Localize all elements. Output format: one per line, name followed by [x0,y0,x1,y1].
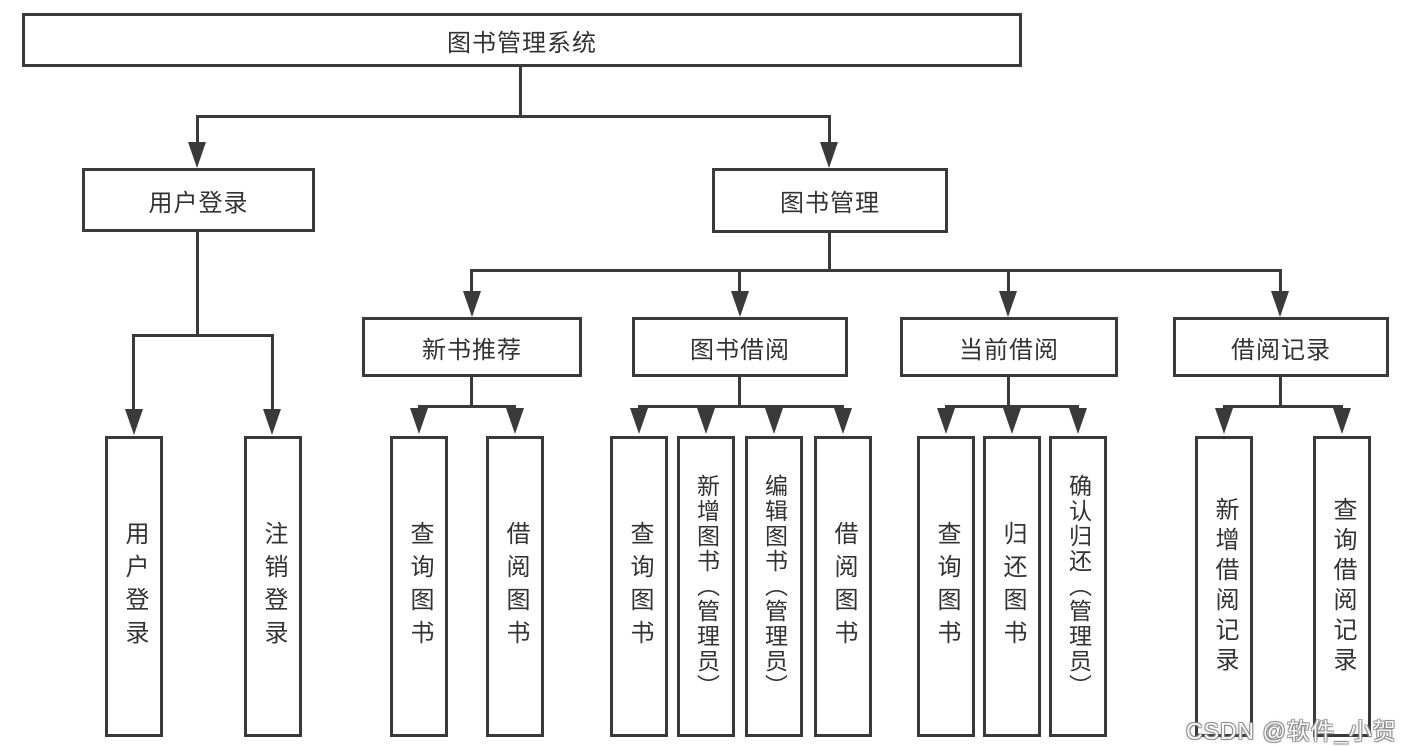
connector-stem-leaf-login [132,334,135,412]
leaf-add-borrow-record: 新增借阅记录 [1195,436,1253,737]
connector-root-hbar [197,115,831,118]
node-current-borrow: 当前借阅 [900,317,1118,377]
connector-book-mgmt-hbar [471,269,1282,272]
leaf-borrow-book-2-label: 借阅图书 [830,520,857,653]
connector-new-book-trunk [470,377,473,407]
leaf-borrow-book-1-label: 借阅图书 [502,520,529,653]
leaf-query-borrow-record: 查询借阅记录 [1313,436,1371,737]
arrow-to-current-borrow [999,291,1017,317]
arrow-to-leaf-logout [263,409,281,435]
arrow-to-user-login [188,142,206,168]
arrow-to-leaf-borrow-book-1 [506,408,524,434]
leaf-logout: 注销登录 [244,436,302,737]
leaf-add-book-label: 新增图书（管理员） [693,474,720,699]
node-book-mgmt: 图书管理 [712,168,948,233]
arrow-to-leaf-login [125,409,143,435]
leaf-edit-book: 编辑图书（管理员） [745,436,803,737]
connector-user-login-hbar [133,334,274,337]
leaf-query-book-3-label: 查询图书 [933,520,960,653]
arrow-to-book-borrow [731,291,749,317]
leaf-query-book-3: 查询图书 [917,436,975,737]
arrow-to-leaf-query-book-1 [410,408,428,434]
leaf-confirm-return-label: 确认归还（管理员） [1065,474,1092,699]
connector-user-login-trunk [196,232,199,337]
arrow-to-leaf-add-record [1215,408,1233,434]
connector-current-borrow-trunk [1007,377,1010,407]
node-root: 图书管理系统 [22,13,1022,67]
leaf-add-borrow-record-label: 新增借阅记录 [1211,496,1238,677]
leaf-query-borrow-record-label: 查询借阅记录 [1329,496,1356,677]
arrow-to-leaf-query-book-2 [630,408,648,434]
arrow-to-leaf-edit-book [765,408,783,434]
leaf-confirm-return: 确认归还（管理员） [1049,436,1107,737]
leaf-logout-label: 注销登录 [260,520,287,653]
connector-stem-user-login [196,115,199,144]
connector-root-trunk [519,67,522,117]
connector-book-mgmt-trunk [828,233,831,271]
node-user-login: 用户登录 [82,168,315,232]
leaf-borrow-book-1: 借阅图书 [486,436,544,737]
node-borrow-records: 借阅记录 [1173,317,1389,377]
connector-stem-current-borrow [1007,269,1010,293]
connector-stem-new-book [470,269,473,293]
leaf-query-book-2: 查询图书 [610,436,668,737]
connector-new-book-hbar [418,405,516,408]
csdn-watermark: CSDN @软件_小贺同学 [1186,718,1397,744]
connector-stem-leaf-logout [271,334,274,412]
leaf-query-book-1-label: 查询图书 [406,520,433,653]
connector-borrow-records-trunk [1279,377,1282,407]
leaf-query-book-1: 查询图书 [390,436,448,737]
arrow-to-leaf-return-book [1003,408,1021,434]
connector-current-borrow-hbar [945,405,1079,408]
connector-stem-book-mgmt [828,115,831,144]
leaf-borrow-book-2: 借阅图书 [814,436,872,737]
leaf-edit-book-label: 编辑图书（管理员） [761,474,788,699]
arrow-to-leaf-query-book-3 [937,408,955,434]
arrow-to-leaf-add-book [697,408,715,434]
leaf-return-book-label: 归还图书 [999,520,1026,653]
leaf-add-book: 新增图书（管理员） [677,436,735,737]
arrow-to-leaf-query-record [1333,408,1351,434]
leaf-user-login: 用户登录 [105,436,163,737]
node-book-borrow: 图书借阅 [632,317,848,377]
connector-borrow-records-hbar [1223,405,1343,408]
leaf-user-login-label: 用户登录 [121,520,148,653]
arrow-to-book-mgmt [820,142,838,168]
arrow-to-borrow-records [1271,291,1289,317]
arrow-to-leaf-confirm-return [1069,408,1087,434]
connector-book-borrow-hbar [638,405,844,408]
connector-stem-borrow-records [1279,269,1282,293]
leaf-return-book: 归还图书 [983,436,1041,737]
arrow-to-new-book [463,291,481,317]
leaf-query-book-2-label: 查询图书 [626,520,653,653]
node-new-book-recommend: 新书推荐 [362,317,582,377]
connector-book-borrow-trunk [738,377,741,407]
arrow-to-leaf-borrow-book-2 [834,408,852,434]
connector-stem-book-borrow [738,269,741,293]
